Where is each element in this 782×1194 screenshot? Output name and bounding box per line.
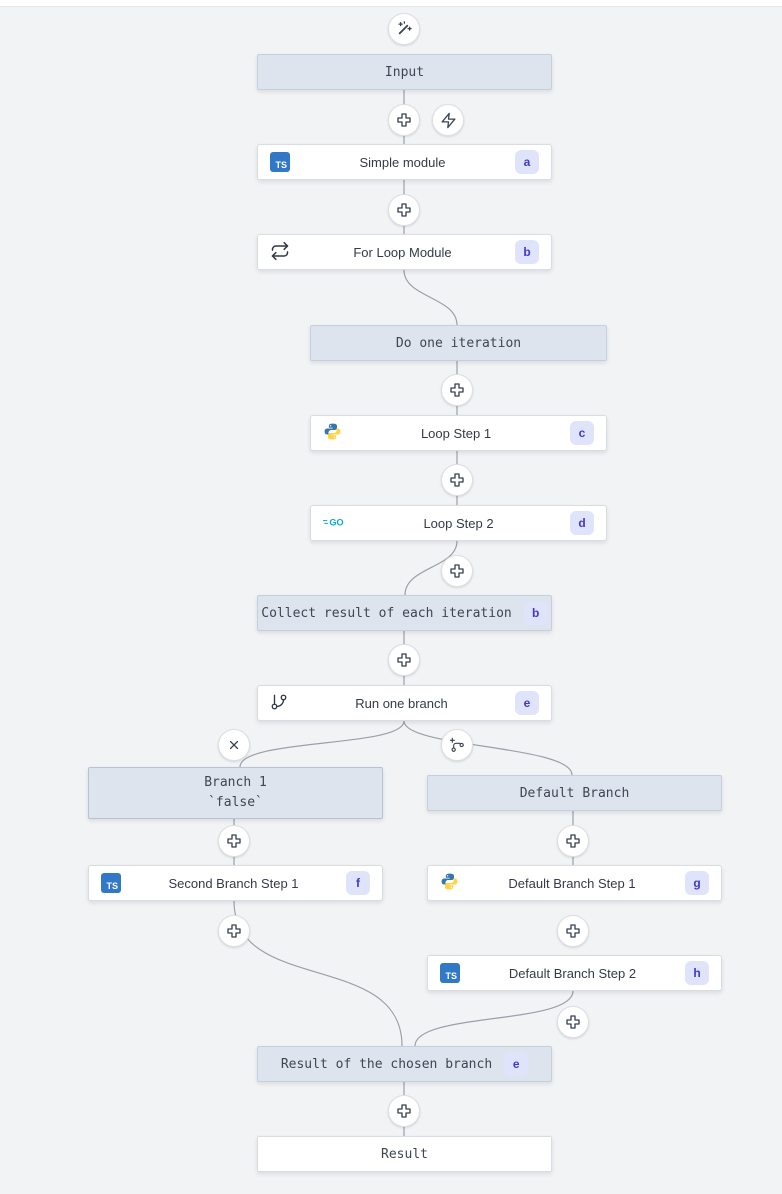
typescript-icon: TS (440, 963, 460, 983)
plus-icon (449, 472, 465, 488)
node-label: Do one iteration (395, 335, 522, 351)
zap-icon (440, 112, 457, 129)
step-id-badge: f (346, 871, 370, 895)
plus-icon (226, 923, 242, 939)
node-label: Simple module (359, 154, 446, 170)
branch-plus-icon (449, 737, 465, 753)
add-step-button[interactable] (557, 825, 589, 857)
step-id-badge: e (504, 1052, 529, 1076)
node-label: Run one branch (355, 695, 448, 711)
node-label: Loop Step 2 (423, 515, 494, 531)
step-id-badge: b (515, 240, 539, 264)
add-step-button[interactable] (388, 644, 420, 676)
step-id-badge: b (523, 601, 548, 625)
node-label: Collect result of each iteration (261, 605, 512, 621)
node-sublabel: `false` (208, 795, 263, 810)
trigger-button[interactable] (432, 104, 464, 136)
go-icon: GO (323, 515, 347, 532)
add-step-button[interactable] (218, 915, 250, 947)
plus-icon (449, 563, 465, 579)
node-loop-step-2[interactable]: GO Loop Step 2 d (310, 505, 607, 541)
node-run-one-branch[interactable]: Run one branch e (257, 685, 552, 721)
node-label: Default Branch (519, 785, 630, 801)
step-id-badge: e (515, 691, 539, 715)
typescript-icon: TS (101, 873, 121, 893)
node-for-loop-module[interactable]: For Loop Module b (257, 234, 552, 270)
node-label: Default Branch Step 2 (508, 965, 637, 981)
plus-icon (565, 1014, 581, 1030)
plus-icon (226, 833, 242, 849)
python-icon (440, 872, 459, 894)
node-default-branch-step-1[interactable]: Default Branch Step 1 g (427, 865, 722, 901)
plus-icon (565, 923, 581, 939)
plus-icon (449, 382, 465, 398)
step-id-badge: h (685, 961, 709, 985)
remove-branch-button[interactable] (218, 729, 250, 761)
node-do-one-iteration[interactable]: Do one iteration (310, 325, 607, 361)
node-label: For Loop Module (353, 244, 452, 260)
node-result-chosen-branch[interactable]: Result of the chosen branch e (257, 1046, 552, 1082)
add-step-button[interactable] (218, 825, 250, 857)
step-id-badge: a (515, 150, 539, 174)
plus-icon (396, 202, 412, 218)
plus-icon (396, 652, 412, 668)
node-label: Input (384, 64, 425, 80)
node-label: Branch 1 (204, 775, 267, 791)
node-default-branch-step-2[interactable]: TS Default Branch Step 2 h (427, 955, 722, 991)
node-label: Result (381, 1146, 428, 1162)
add-branch-button[interactable] (441, 729, 473, 761)
plus-icon (396, 112, 412, 128)
node-label: Result of the chosen branch (280, 1056, 493, 1072)
add-step-button[interactable] (388, 104, 420, 136)
node-result[interactable]: Result (257, 1136, 552, 1172)
typescript-icon: TS (270, 152, 290, 172)
node-collect-result[interactable]: Collect result of each iteration b (257, 595, 552, 631)
top-bar (0, 0, 782, 7)
node-second-branch-step-1[interactable]: TS Second Branch Step 1 f (88, 865, 383, 901)
python-icon (323, 422, 342, 444)
node-label: Loop Step 1 (420, 425, 492, 441)
node-simple-module[interactable]: TS Simple module a (257, 144, 552, 180)
close-icon (227, 738, 241, 752)
add-step-button[interactable] (441, 374, 473, 406)
step-id-badge: g (685, 871, 709, 895)
git-branch-icon (270, 693, 288, 714)
node-label: Second Branch Step 1 (168, 875, 299, 891)
add-step-button[interactable] (441, 555, 473, 587)
step-id-badge: c (570, 421, 594, 445)
node-label: Default Branch Step 1 (508, 875, 636, 891)
svg-text:GO: GO (329, 517, 343, 527)
plus-icon (565, 833, 581, 849)
add-step-button[interactable] (388, 1095, 420, 1127)
node-loop-step-1[interactable]: Loop Step 1 c (310, 415, 607, 451)
node-default-branch[interactable]: Default Branch (427, 775, 722, 811)
wand-sparkles-icon (395, 20, 413, 38)
repeat-icon (270, 241, 290, 264)
plus-icon (396, 1103, 412, 1119)
add-step-button[interactable] (388, 194, 420, 226)
add-step-button[interactable] (441, 464, 473, 496)
node-input[interactable]: Input (257, 54, 552, 90)
node-branch-1[interactable]: Branch 1 `false` (88, 767, 383, 819)
step-id-badge: d (570, 511, 594, 535)
add-step-button[interactable] (557, 1006, 589, 1038)
ai-wand-button[interactable] (388, 13, 420, 45)
add-step-button[interactable] (557, 915, 589, 947)
